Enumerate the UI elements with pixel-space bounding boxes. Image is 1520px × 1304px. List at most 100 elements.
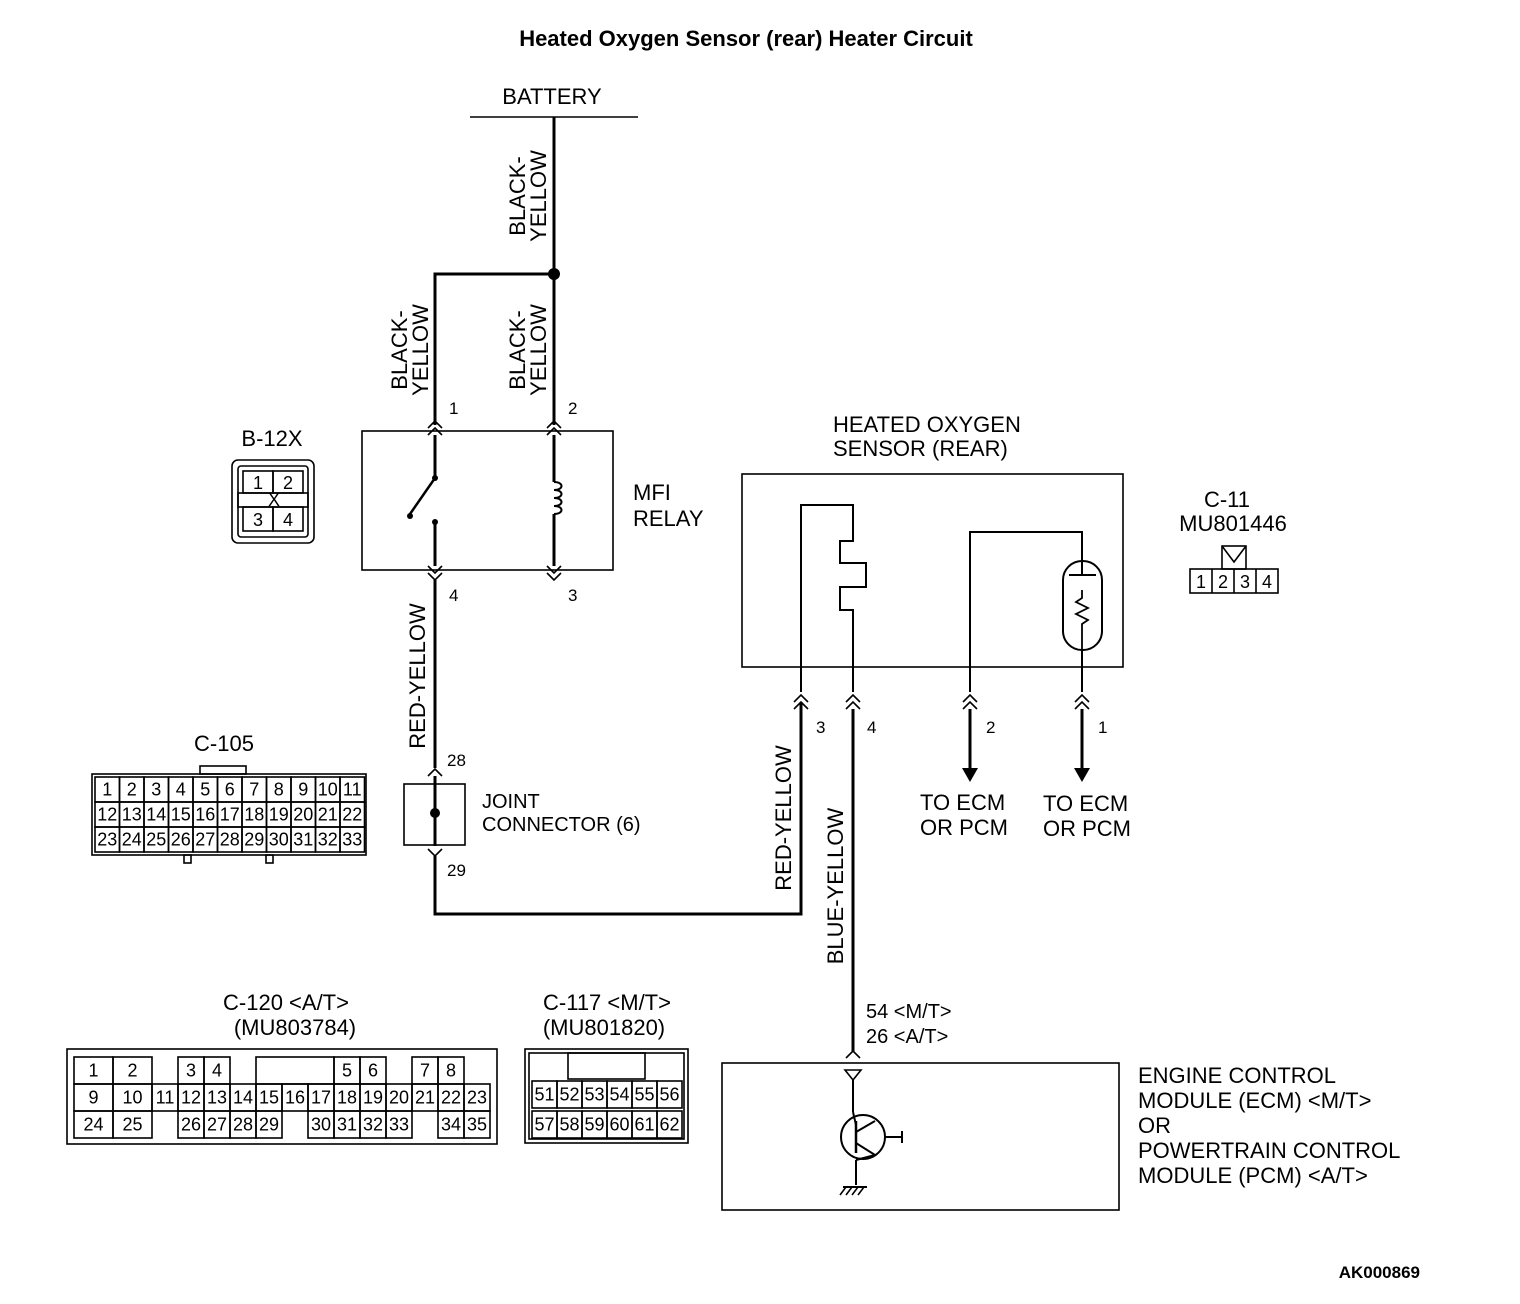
battery-wire	[433, 117, 560, 425]
svg-text:BLACK-: BLACK-	[505, 310, 530, 389]
c105-pin: 17	[220, 805, 240, 825]
mfi-relay-label-line1: MFI	[633, 480, 671, 505]
c105-pin: 14	[146, 805, 166, 825]
sensor-pin-3: 3	[816, 718, 825, 737]
svg-text:RED-YELLOW: RED-YELLOW	[405, 603, 430, 749]
output-2-label-line2: OR PCM	[920, 815, 1008, 840]
b12x-pin-3: 3	[253, 510, 263, 530]
c120-pin: 28	[233, 1115, 253, 1135]
c105-pin: 28	[220, 830, 240, 850]
svg-text:YELLOW: YELLOW	[526, 304, 551, 396]
c105-pin: 7	[249, 780, 259, 800]
c117-cell	[656, 1110, 683, 1139]
c120-pin: 35	[467, 1115, 487, 1135]
c120-pin: 4	[212, 1061, 222, 1081]
c117-pin: 57	[534, 1115, 554, 1135]
svg-text:RED-YELLOW: RED-YELLOW	[771, 745, 796, 891]
figure-code: AK000869	[1339, 1263, 1420, 1282]
mfi-relay	[361, 419, 614, 582]
b12x-label: B-12X	[241, 426, 302, 451]
c120-pin: 21	[415, 1088, 435, 1108]
c120-pin: 31	[337, 1115, 357, 1135]
b12x-connector	[231, 459, 315, 544]
c117-pin: 56	[659, 1085, 679, 1105]
c120-pin: 27	[207, 1115, 227, 1135]
b12x-pin-2: 2	[283, 473, 293, 493]
c117-pin: 59	[584, 1115, 604, 1135]
c117-pin: 53	[584, 1085, 604, 1105]
c105-label: C-105	[194, 731, 254, 756]
c105-pin: 23	[97, 830, 117, 850]
c117-pin: 58	[559, 1115, 579, 1135]
wire-label-blue-yellow: BLUE-YELLOW	[823, 808, 848, 965]
c105-pin: 22	[342, 805, 362, 825]
c105-pin: 29	[244, 830, 264, 850]
c105-pin: 10	[318, 780, 338, 800]
c120-pin: 33	[389, 1115, 409, 1135]
c120-pin: 30	[311, 1115, 331, 1135]
c11-pin-2: 2	[1218, 572, 1228, 592]
c117-pin: 51	[534, 1085, 554, 1105]
c11-pin-3: 3	[1240, 572, 1250, 592]
c120-pin: 7	[420, 1061, 430, 1081]
c105-pin: 33	[342, 830, 362, 850]
c120-pin: 10	[122, 1088, 142, 1108]
output-2-label-line1: TO ECM	[920, 790, 1005, 815]
c120-pin: 24	[83, 1115, 103, 1135]
c120-cell	[112, 1110, 153, 1139]
wire-label-black-yellow-relay2: BLACK- YELLOW	[505, 304, 551, 396]
c105-pin: 13	[122, 805, 142, 825]
c105-pin: 24	[122, 830, 142, 850]
red-yellow-wire-lower	[433, 702, 803, 916]
c105-pin: 11	[343, 780, 362, 800]
sensor-pin-4: 4	[867, 718, 876, 737]
c120-cell	[463, 1110, 491, 1139]
c105-pin: 30	[269, 830, 289, 850]
c120-pin: 29	[259, 1115, 279, 1135]
wire-label-black-yellow-top: BLACK- YELLOW	[505, 150, 551, 242]
c105-pin: 16	[195, 805, 215, 825]
svg-text:BLACK-: BLACK-	[387, 310, 412, 389]
c105-pin: 1	[102, 780, 112, 800]
c117-pin: 61	[634, 1115, 654, 1135]
sensor-label-line2: SENSOR (REAR)	[833, 436, 1008, 461]
c117-pin: 60	[609, 1115, 629, 1135]
c105-pin: 26	[171, 830, 191, 850]
diagram-title: Heated Oxygen Sensor (rear) Heater Circu…	[519, 26, 973, 51]
relay-pin-2: 2	[568, 399, 577, 418]
c105-pin: 32	[318, 830, 338, 850]
wire-label-red-yellow-right: RED-YELLOW	[771, 745, 796, 891]
c117-pin: 54	[609, 1085, 629, 1105]
c120-pin: 20	[389, 1088, 409, 1108]
svg-text:BLACK-: BLACK-	[505, 156, 530, 235]
c105-pin: 31	[293, 830, 313, 850]
svg-text:BLUE-YELLOW: BLUE-YELLOW	[823, 808, 848, 965]
c105-pin: 27	[195, 830, 215, 850]
c120-key-block	[255, 1056, 335, 1085]
sensor-pin-2: 2	[986, 718, 995, 737]
ecm-label-line1: ENGINE CONTROL	[1138, 1063, 1336, 1088]
sensor-pin-1: 1	[1098, 718, 1107, 737]
c120-pin: 12	[181, 1088, 201, 1108]
c120-part: (MU803784)	[234, 1015, 356, 1040]
c105-pin: 5	[200, 780, 210, 800]
wire-label-black-yellow-relay1: BLACK- YELLOW	[387, 304, 433, 396]
ecm-label-line3: OR	[1138, 1113, 1171, 1138]
relay-pin-3: 3	[568, 586, 577, 605]
wire-label-red-yellow-left: RED-YELLOW	[405, 603, 430, 749]
c120-pin: 23	[467, 1088, 487, 1108]
c120-pin: 26	[181, 1115, 201, 1135]
c105-pin: 25	[146, 830, 166, 850]
battery-label: BATTERY	[502, 84, 602, 109]
c120-pin: 18	[337, 1088, 357, 1108]
c120-pin: 11	[156, 1088, 175, 1108]
c105-pin: 15	[171, 805, 191, 825]
c11-pin-4: 4	[1262, 572, 1272, 592]
ecm-pin-at: 26 <A/T>	[866, 1026, 948, 1048]
c120-pin: 13	[207, 1088, 227, 1108]
